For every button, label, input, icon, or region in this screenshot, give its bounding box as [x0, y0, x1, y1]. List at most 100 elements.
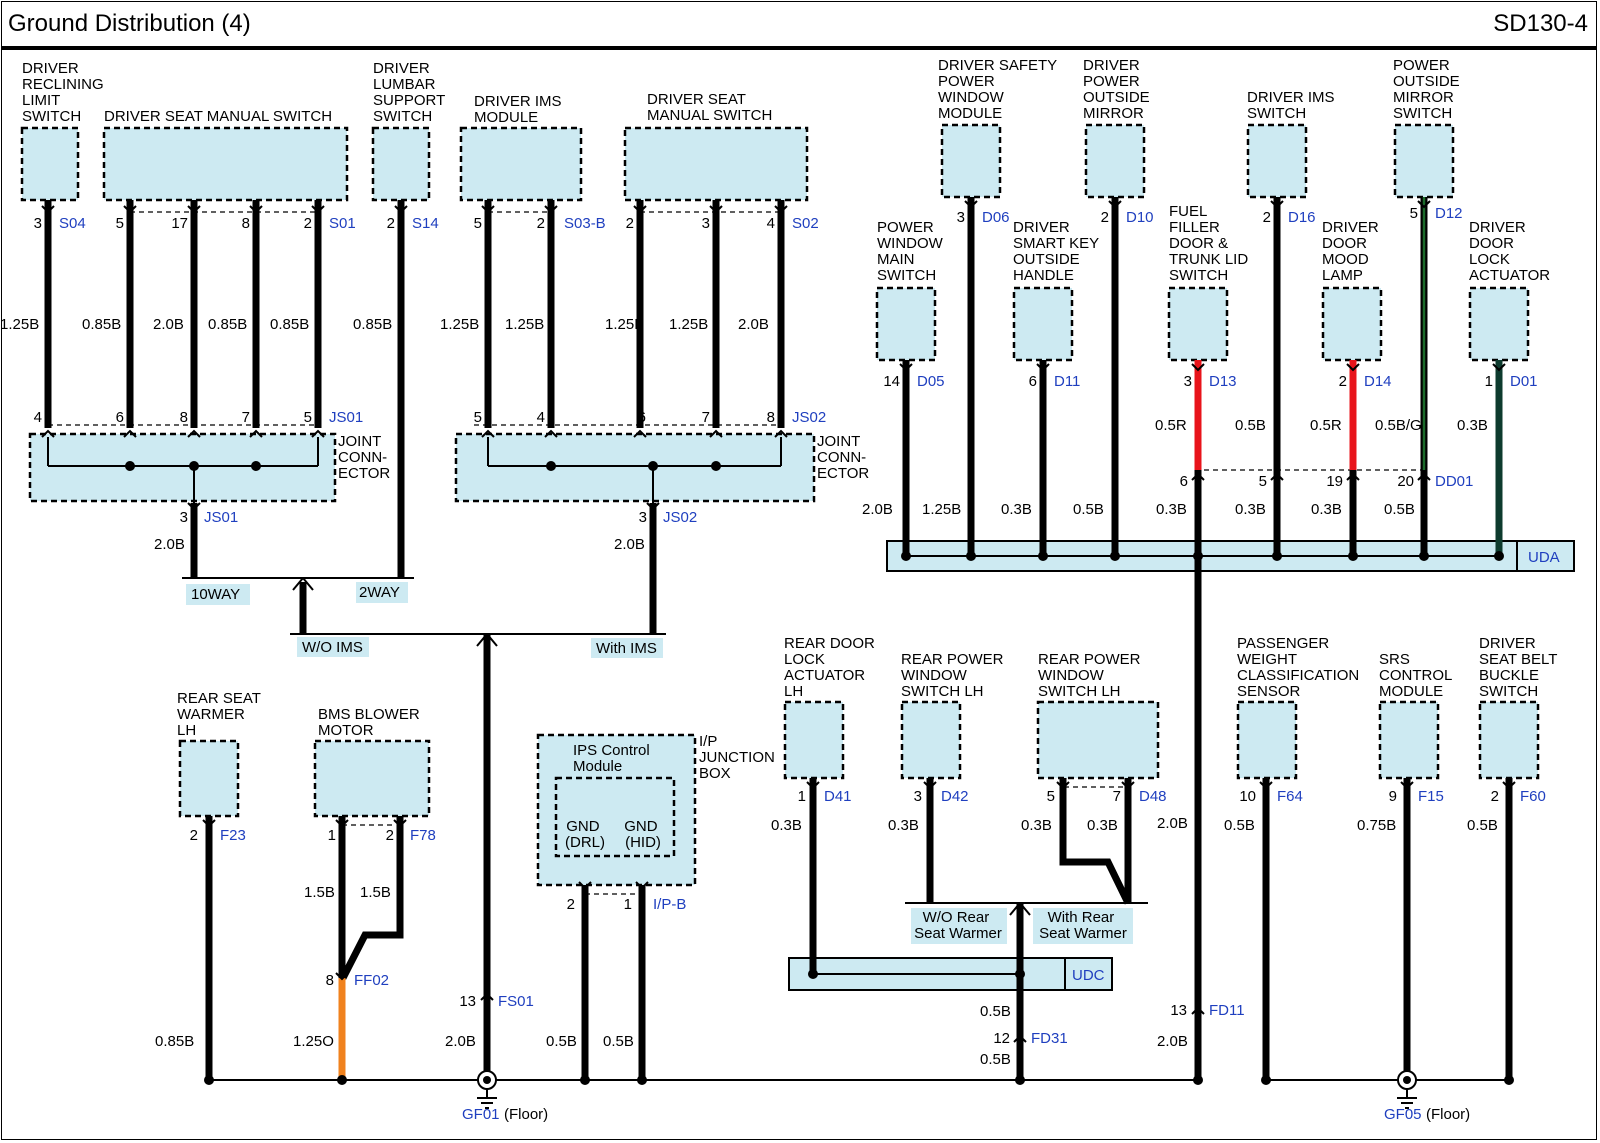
connector-S04: S04	[59, 215, 86, 232]
connector-F60: F60	[1520, 788, 1546, 805]
label-driver-door-lock-actuator: DRIVER DOOR LOCK ACTUATOR	[1469, 219, 1550, 284]
driver-ims-switch-box	[1246, 123, 1308, 199]
ground-GF01-location: (Floor)	[504, 1106, 548, 1123]
connector-JS02-out: JS02	[663, 509, 697, 526]
option-with-ims-tag	[591, 638, 663, 658]
ground-GF05-location: (Floor)	[1426, 1106, 1470, 1123]
svg-text:2.0B: 2.0B	[862, 501, 893, 518]
svg-text:0.75B: 0.75B	[1357, 817, 1396, 834]
driver-door-lock-actuator-box	[1468, 286, 1530, 362]
label-fuel-filler-door-switch: FUEL FILLER DOOR & TRUNK LID SWITCH	[1169, 203, 1252, 284]
svg-text:5: 5	[304, 409, 312, 426]
driver-safety-power-window-module-box	[940, 123, 1002, 199]
fuel-filler-door-switch-box	[1167, 286, 1229, 362]
label-gnd-drl: GND (DRL)	[565, 818, 605, 851]
connector-FD31: FD31	[1031, 1030, 1068, 1047]
svg-text:1.5B: 1.5B	[304, 884, 335, 901]
rear-seat-warmer-lh-box	[178, 739, 240, 818]
svg-text:5: 5	[1410, 205, 1418, 222]
connector-D11: D11	[1054, 373, 1080, 390]
connector-D01: D01	[1510, 373, 1538, 390]
svg-text:1.5B: 1.5B	[360, 884, 391, 901]
driver-door-mood-lamp-box	[1321, 286, 1383, 362]
joint-connector-js01-box	[28, 432, 337, 503]
pin-numbers: 3 5 17 8 2 2 5 2 2 3 4 4 6 8 7 5 5 4 6 7…	[34, 205, 1499, 1047]
connector-F78: F78	[410, 827, 436, 844]
connector-FF02: FF02	[354, 972, 389, 989]
svg-text:0.5R: 0.5R	[1155, 417, 1187, 434]
svg-text:1.25B: 1.25B	[669, 316, 708, 333]
label-srs-control-module: SRS CONTROL MODULE	[1379, 651, 1456, 700]
svg-text:2: 2	[190, 827, 198, 844]
rear-door-lock-actuator-lh-box	[783, 700, 845, 780]
svg-text:8: 8	[242, 215, 250, 232]
svg-text:12: 12	[993, 1030, 1010, 1047]
svg-text:1: 1	[624, 896, 632, 913]
svg-text:5: 5	[116, 215, 124, 232]
svg-text:8: 8	[180, 409, 188, 426]
option-labels: 10WAY 2WAY W/O IMS With IMS W/O Rear Sea…	[191, 584, 1127, 942]
diagram-title: Ground Distribution (4)	[8, 10, 251, 37]
connector-ids: S04 S01 S14 S03-B S02 JS01 JS02 JS01 JS0…	[59, 205, 1560, 1123]
svg-text:2.0B: 2.0B	[154, 536, 185, 553]
label-gnd-hid: GND (HID)	[624, 818, 662, 851]
svg-text:0.3B: 0.3B	[1311, 501, 1342, 518]
svg-text:1.25B: 1.25B	[505, 316, 544, 333]
svg-text:5: 5	[474, 215, 482, 232]
sheet-code: SD130-4	[1493, 10, 1588, 37]
svg-text:1.25B: 1.25B	[440, 316, 479, 333]
svg-text:0.3B: 0.3B	[1235, 501, 1266, 518]
label-driver-door-mood-lamp: DRIVER DOOR MOOD LAMP	[1322, 219, 1383, 284]
component-boxes	[20, 123, 1540, 887]
svg-text:7: 7	[1113, 788, 1121, 805]
svg-text:0.85B: 0.85B	[208, 316, 247, 333]
label-driver-reclining-limit-switch: DRIVER RECLINING LIMIT SWITCH	[22, 60, 108, 125]
svg-text:6: 6	[1180, 473, 1188, 490]
connector-FS01: FS01	[498, 993, 534, 1010]
svg-text:0.5B: 0.5B	[1384, 501, 1415, 518]
connector-D41: D41	[824, 788, 852, 805]
connector-D06: D06	[982, 209, 1010, 226]
svg-text:1: 1	[798, 788, 806, 805]
label-driver-safety-power-window-module: DRIVER SAFETY POWER WINDOW MODULE	[938, 57, 1061, 122]
ground-GF05: GF05	[1384, 1106, 1422, 1123]
svg-text:2: 2	[567, 896, 575, 913]
svg-text:2: 2	[626, 215, 634, 232]
label-ip-junction-box: I/P JUNCTION BOX	[699, 733, 779, 782]
connector-F64: F64	[1277, 788, 1303, 805]
driver-lumbar-support-switch-box	[371, 126, 431, 202]
option-2way-tag	[356, 582, 408, 603]
option-wo-rear-seat-warmer-tag	[911, 908, 1007, 944]
connector-D14: D14	[1364, 373, 1392, 390]
label-rear-power-window-switch-lh-1: REAR POWER WINDOW SWITCH LH	[901, 651, 1008, 700]
label-power-outside-mirror-switch: POWER OUTSIDE MIRROR SWITCH	[1393, 57, 1464, 122]
svg-text:0.5B: 0.5B	[1235, 417, 1266, 434]
connector-D13: D13	[1209, 373, 1237, 390]
svg-text:2.0B: 2.0B	[1157, 1033, 1188, 1050]
svg-text:1: 1	[328, 827, 336, 844]
label-driver-ims-module: DRIVER IMS MODULE	[474, 93, 566, 126]
driver-reclining-limit-switch-box	[20, 126, 80, 202]
svg-text:3: 3	[34, 215, 42, 232]
connector-S14: S14	[412, 215, 439, 232]
svg-text:2: 2	[1101, 209, 1109, 226]
svg-text:0.5R: 0.5R	[1310, 417, 1342, 434]
svg-text:5: 5	[1259, 473, 1267, 490]
label-ips-control-module: IPS Control Module	[573, 742, 654, 775]
svg-text:6: 6	[638, 409, 646, 426]
svg-text:2: 2	[304, 215, 312, 232]
label-driver-lumbar-support-switch: DRIVER LUMBAR SUPPORT SWITCH	[373, 60, 449, 125]
svg-text:2: 2	[1339, 373, 1347, 390]
label-power-window-main-switch: POWER WINDOW MAIN SWITCH	[877, 219, 947, 284]
svg-text:0.5B: 0.5B	[980, 1003, 1011, 1020]
connector-F23: F23	[220, 827, 246, 844]
svg-text:3: 3	[914, 788, 922, 805]
driver-seat-manual-switch-box	[102, 126, 349, 202]
driver-power-outside-mirror-box	[1084, 123, 1146, 199]
svg-text:4: 4	[34, 409, 42, 426]
connector-UDC: UDC	[1072, 967, 1105, 984]
svg-text:7: 7	[702, 409, 710, 426]
svg-text:10: 10	[1239, 788, 1256, 805]
connector-S02: S02	[792, 215, 819, 232]
option-with-rear-seat-warmer: With Rear Seat Warmer	[1039, 909, 1127, 942]
